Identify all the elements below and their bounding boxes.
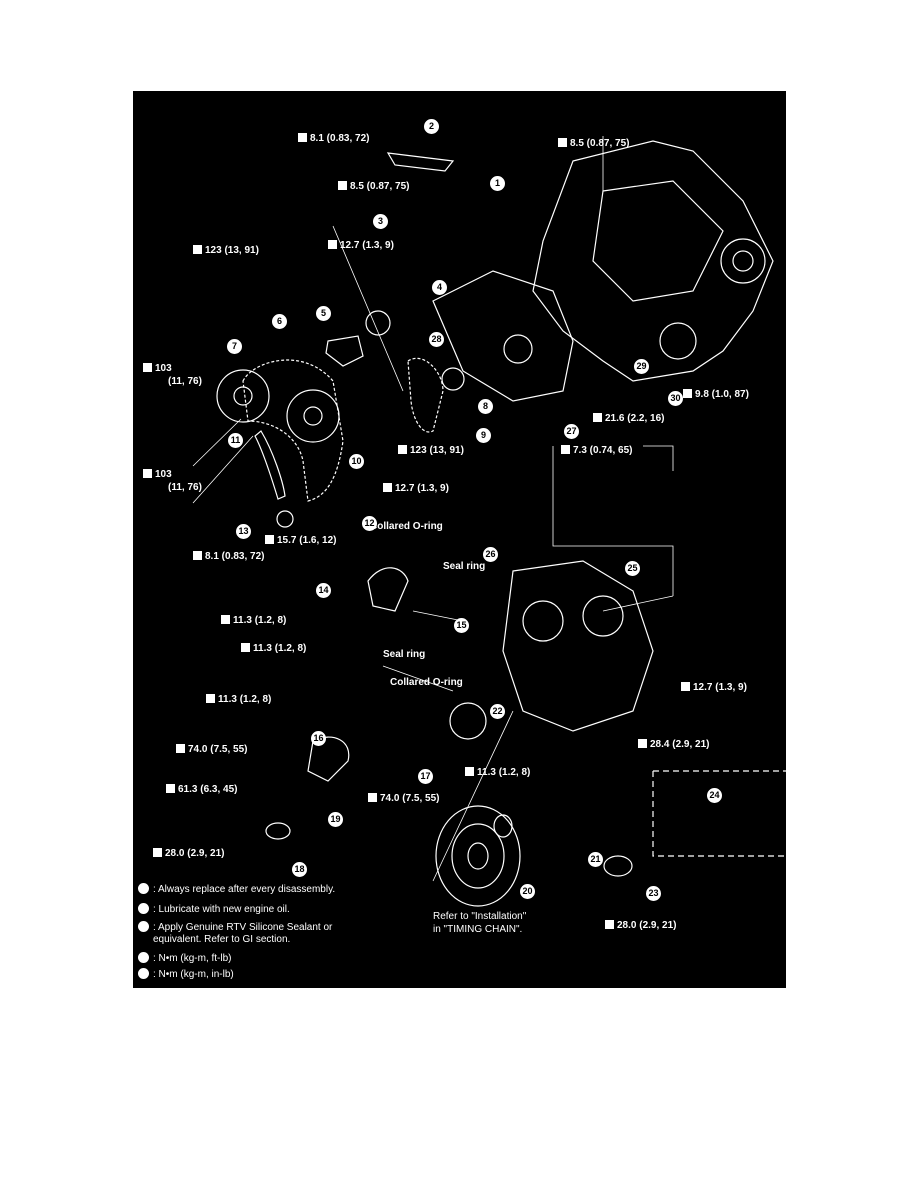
callout-21: 21 (588, 852, 603, 867)
torque-label: 8.1 (0.83, 72) (298, 133, 369, 145)
legend-replace: : Always replace after every disassembly… (138, 883, 335, 896)
torque-label: 11.3 (1.2, 8) (221, 615, 286, 627)
torque-label: 28.4 (2.9, 21) (638, 739, 709, 751)
callout-13: 13 (236, 524, 251, 539)
crankshaft-pulley (435, 805, 521, 907)
torque-label: 11.3 (1.2, 8) (465, 767, 530, 779)
crank-bolt-note-2: in "TIMING CHAIN". (433, 924, 523, 935)
oil-can-icon (138, 903, 149, 914)
timing-chain-exploded-diagram: 8.1 (0.83, 72) 8.5 (0.87, 75) 8.5 (0.87,… (133, 91, 786, 988)
callout-22: 22 (490, 704, 505, 719)
torque-label: 8.5 (0.87, 75) (558, 138, 629, 150)
torque-wrench-icon (138, 952, 149, 963)
callout-30: 30 (668, 391, 683, 406)
torque-label: 12.7 (1.3, 9) (328, 240, 394, 252)
torque-label: 103 (143, 363, 172, 375)
torque-label: 28.0 (2.9, 21) (605, 920, 676, 932)
callout-9: 9 (476, 428, 491, 443)
callout-19: 19 (328, 812, 343, 827)
torque-label: (11, 76) (168, 376, 202, 387)
torque-label: (11, 76) (168, 482, 202, 493)
front-timing-cover (502, 560, 654, 732)
replace-icon (138, 883, 149, 894)
callout-20: 20 (520, 884, 535, 899)
callout-10: 10 (349, 454, 364, 469)
torque-wrench-inlb-icon (138, 968, 149, 979)
rear-timing-cover (432, 270, 574, 402)
torque-label: 123 (13, 91) (193, 245, 259, 257)
diagram-drawing (192, 136, 786, 907)
collared-o-ring-label: Collared O-ring (370, 521, 443, 532)
torque-label: 11.3 (1.2, 8) (206, 694, 271, 706)
legend-lubricate: : Lubricate with new engine oil. (138, 903, 290, 916)
torque-label: 9.8 (1.0, 87) (683, 389, 749, 401)
torque-label: 15.7 (1.6, 12) (265, 535, 336, 547)
callout-14: 14 (316, 583, 331, 598)
callout-25: 25 (625, 561, 640, 576)
callout-27: 27 (564, 424, 579, 439)
callout-2: 2 (424, 119, 439, 134)
callout-11: 11 (228, 433, 243, 448)
callout-15: 15 (454, 618, 469, 633)
torque-label: 28.0 (2.9, 21) (153, 848, 224, 860)
callout-7: 7 (227, 339, 242, 354)
torque-label: 7.3 (0.74, 65) (561, 445, 632, 457)
torque-label: 123 (13, 91) (398, 445, 464, 457)
camshaft-sprocket-2 (286, 389, 340, 443)
camshaft-sprocket (216, 369, 270, 423)
torque-label: 74.0 (7.5, 55) (176, 744, 247, 756)
torque-label: 8.5 (0.87, 75) (338, 181, 409, 193)
legend-torque-ftlb: : N•m (kg-m, ft-lb) (138, 952, 232, 965)
callout-5: 5 (316, 306, 331, 321)
legend-torque-inlb: : N•m (kg-m, in-lb) (138, 968, 234, 981)
primary-timing-chain (242, 359, 344, 502)
torque-label: 74.0 (7.5, 55) (368, 793, 439, 805)
torque-label: 11.3 (1.2, 8) (241, 643, 306, 655)
callout-8: 8 (478, 399, 493, 414)
torque-label: 8.1 (0.83, 72) (193, 551, 264, 563)
seal-ring-label: Seal ring (383, 649, 426, 660)
torque-label: 21.6 (2.2, 16) (593, 413, 664, 425)
callout-6: 6 (272, 314, 287, 329)
callout-1: 1 (490, 176, 505, 191)
legend-sealant-cont: equivalent. Refer to GI section. (153, 934, 291, 945)
callout-29: 29 (634, 359, 649, 374)
torque-label: 12.7 (1.3, 9) (681, 682, 747, 694)
legend-sealant: : Apply Genuine RTV Silicone Sealant or (138, 921, 332, 934)
sealant-icon (138, 921, 149, 932)
callout-16: 16 (311, 731, 326, 746)
torque-label: 103 (143, 469, 172, 481)
collared-o-ring-label: Collared O-ring (390, 677, 463, 688)
torque-label: 61.3 (6.3, 45) (166, 784, 237, 796)
seal-ring-label: Seal ring (443, 561, 486, 572)
callout-17: 17 (418, 769, 433, 784)
callout-23: 23 (646, 886, 661, 901)
callout-28: 28 (429, 332, 444, 347)
torque-label: 12.7 (1.3, 9) (383, 483, 449, 495)
callout-18: 18 (292, 862, 307, 877)
crank-bolt-note: Refer to "Installation" (433, 911, 527, 922)
callout-4: 4 (432, 280, 447, 295)
engine-block (532, 140, 774, 382)
callout-26: 26 (483, 547, 498, 562)
callout-12: 12 (362, 516, 377, 531)
callout-3: 3 (373, 214, 388, 229)
callout-24: 24 (707, 788, 722, 803)
